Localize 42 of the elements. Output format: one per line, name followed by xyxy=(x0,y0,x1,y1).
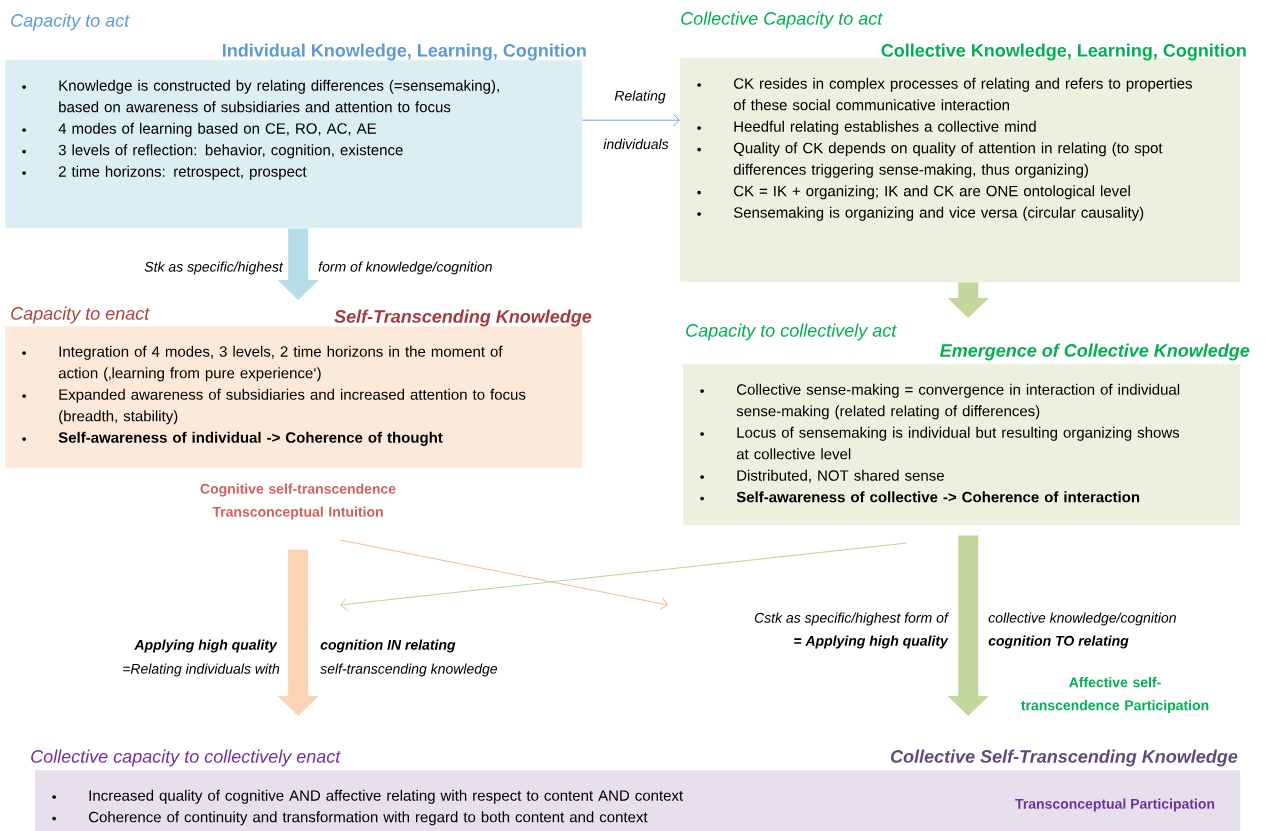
box-subtitle: Collective Capacity to act xyxy=(681,11,883,29)
node-label: 2 time horizons: retrospect, prospect xyxy=(58,165,307,180)
node-label: Quality of CK depends on quality of attention in relating (to spot differences triggering sense-making, thus organizing) xyxy=(733,142,1163,178)
arrow xyxy=(581,113,680,127)
arrow-label: Relating xyxy=(614,90,666,104)
box-subtitle: Capacity to collectively act xyxy=(686,323,897,341)
node-label: Distributed, NOT shared sense xyxy=(737,469,944,483)
arrow-label: Cstk as specific/highest form of xyxy=(754,612,949,626)
arrow-label: self-transcending knowledge xyxy=(320,663,498,677)
arrow-label: = Applying high quality xyxy=(794,635,949,649)
box-heading: Emergence of Collective Knowledge xyxy=(940,343,1250,361)
arrow-label: cognition IN relating xyxy=(320,639,456,653)
arrow-label: cognition TO relating xyxy=(988,635,1129,649)
text-box: Collective sense-making = convergence in interaction of individual sense-making (related relating of differences) Locus of sensemaking is individual but resulting organizing shows at collective level Distributed, NOT shared sense Self-awareness of collective -> Coherence of interaction xyxy=(683,364,1241,526)
box-subtitle: Capacity to act xyxy=(11,13,130,31)
box-heading: Collective Knowledge, Learning, Cognition xyxy=(881,43,1246,61)
node-label: Heedful relating establishes a collective mind xyxy=(734,120,1036,135)
box-heading: Collective Self-Transcending Knowledge xyxy=(890,749,1238,767)
caption-text: Affective self-transcendence Participation xyxy=(1021,677,1209,714)
arrow-label: collective knowledge/cognition xyxy=(988,612,1176,626)
arrow-label: Applying high quality xyxy=(134,639,278,653)
text-box: Increased quality of cognitive AND affective relating with respect to content AND context Coherence of continuity and transformation with regard to both content and context Transconceptual Participation xyxy=(35,770,1241,831)
node-label: Knowledge is constructed by relating differences (=sensemaking), based on awareness of subsidiaries and attention to focus xyxy=(59,79,499,113)
text-box: Integration of 4 modes, 3 levels, 2 time horizons in the moment of action (‚learning from pure experience‘) Expanded awareness of subsidiaries and increased attention to focus (breadth, stability) Self-awareness of individual -> Coherence of thought xyxy=(5,326,583,469)
box-subtitle: Collective capacity to collectively enact xyxy=(31,749,341,767)
caption-text: Cognitive self-transcendence Transconceptual Intuition xyxy=(200,483,396,520)
box-heading: Individual Knowledge, Learning, Cognition xyxy=(223,43,586,61)
node-label: Self-awareness of collective -> Coherence of interaction xyxy=(736,491,1140,503)
node-label: 4 modes of learning based on CE, RO, AC, AE xyxy=(58,122,376,137)
box-subtitle: Capacity to enact xyxy=(11,306,150,324)
node-label: CK resides in complex processes of relating and refers to properties of these social communicative interaction xyxy=(733,77,1192,111)
node-label: Sensemaking is organizing and vice versa (circular causality) xyxy=(733,206,1144,221)
arrow-label: individuals xyxy=(603,138,669,150)
arrow-label: form of knowledge/cognition xyxy=(318,261,492,275)
node-label: 3 levels of reflection: behavior, cognition, existence xyxy=(58,144,403,159)
text-box: Knowledge is constructed by relating differences (=sensemaking), based on awareness of subsidiaries and attention to focus 4 modes of learning based on CE, RO, AC, AE 3 levels of reflection: behavior, cognition, existence 2 time horizons: retrospect, prospect xyxy=(5,60,583,229)
node-label: Collective sense-making = convergence in interaction of individual sense-making (related relating of differences) xyxy=(736,383,1180,420)
node-label: Locus of sensemaking is individual but resulting organizing shows at collective level xyxy=(736,426,1180,460)
arrow-label: Stk as specific/highest xyxy=(144,261,284,275)
box-heading: Self-Transcending Knowledge xyxy=(334,309,592,327)
node-label: CK = IK + organizing; IK and CK are ONE ontological level xyxy=(733,185,1130,200)
arrow-label: =Relating individuals with xyxy=(123,663,280,677)
